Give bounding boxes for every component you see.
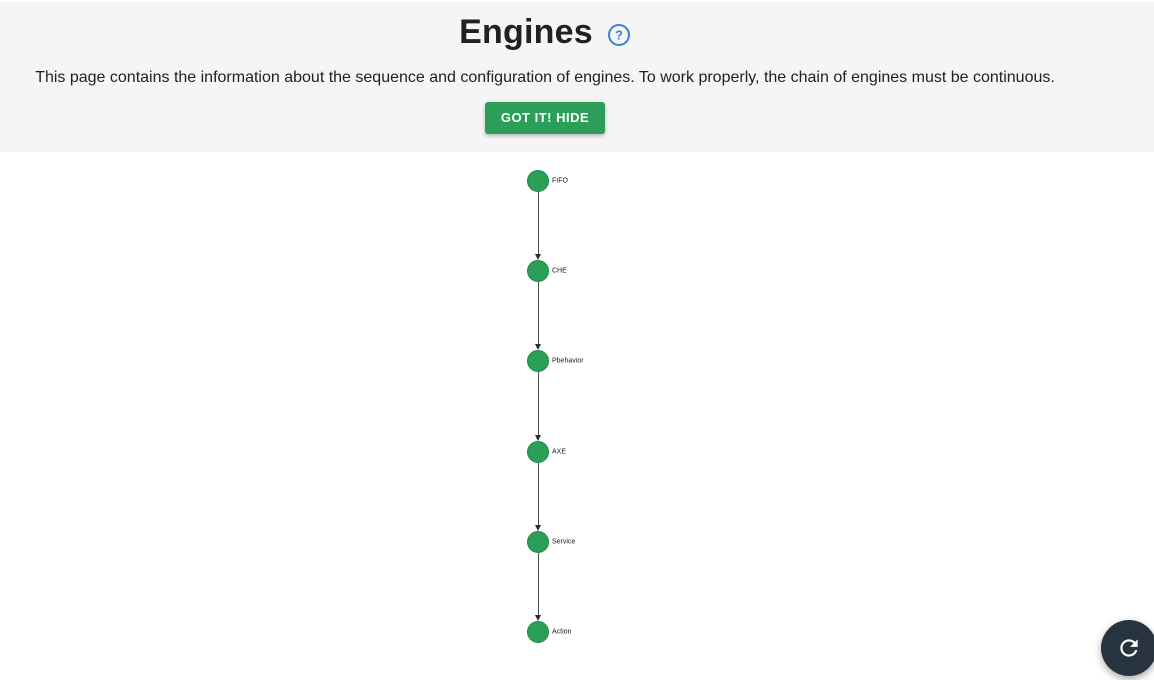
edge-line <box>538 192 539 256</box>
engine-node-label: Action <box>552 628 572 636</box>
edge-line <box>538 372 539 436</box>
help-circle-icon[interactable]: ? <box>607 23 631 47</box>
engine-node-axe[interactable] <box>527 440 549 463</box>
engine-node-action[interactable] <box>527 621 549 643</box>
svg-text:?: ? <box>615 28 623 43</box>
edge-arrowhead <box>535 254 541 261</box>
engine-node-label: FIFO <box>552 177 568 185</box>
edge-line <box>538 282 539 346</box>
edge-arrowhead <box>535 344 541 351</box>
edge-line <box>538 462 539 526</box>
got-it-hide-button[interactable]: GOT IT! HIDE <box>484 102 606 135</box>
engine-node-label: AXE <box>552 448 567 456</box>
edge-line <box>538 552 539 616</box>
edge-arrowhead <box>535 615 541 621</box>
refresh-button[interactable] <box>1101 620 1154 676</box>
edge-arrowhead <box>535 434 541 441</box>
page-title: Engines <box>459 13 593 51</box>
engine-node-label: Service <box>552 538 576 546</box>
engine-node-service[interactable] <box>527 530 549 553</box>
engine-node-label: Pbehavior <box>552 357 584 365</box>
engine-node-label: CHE <box>552 267 567 275</box>
edge-arrowhead <box>535 524 541 531</box>
help-panel-content: Engines ? This page contains the informa… <box>0 2 1090 135</box>
engine-node-pbehavior[interactable] <box>527 350 549 373</box>
engine-node-fifo[interactable] <box>527 170 549 192</box>
help-description: This page contains the information about… <box>35 69 1055 86</box>
refresh-icon <box>1120 639 1138 657</box>
engine-node-che[interactable] <box>527 260 549 283</box>
title-row: Engines ? <box>0 2 1090 54</box>
engines-help-panel: Engines ? This page contains the informa… <box>0 2 1154 152</box>
